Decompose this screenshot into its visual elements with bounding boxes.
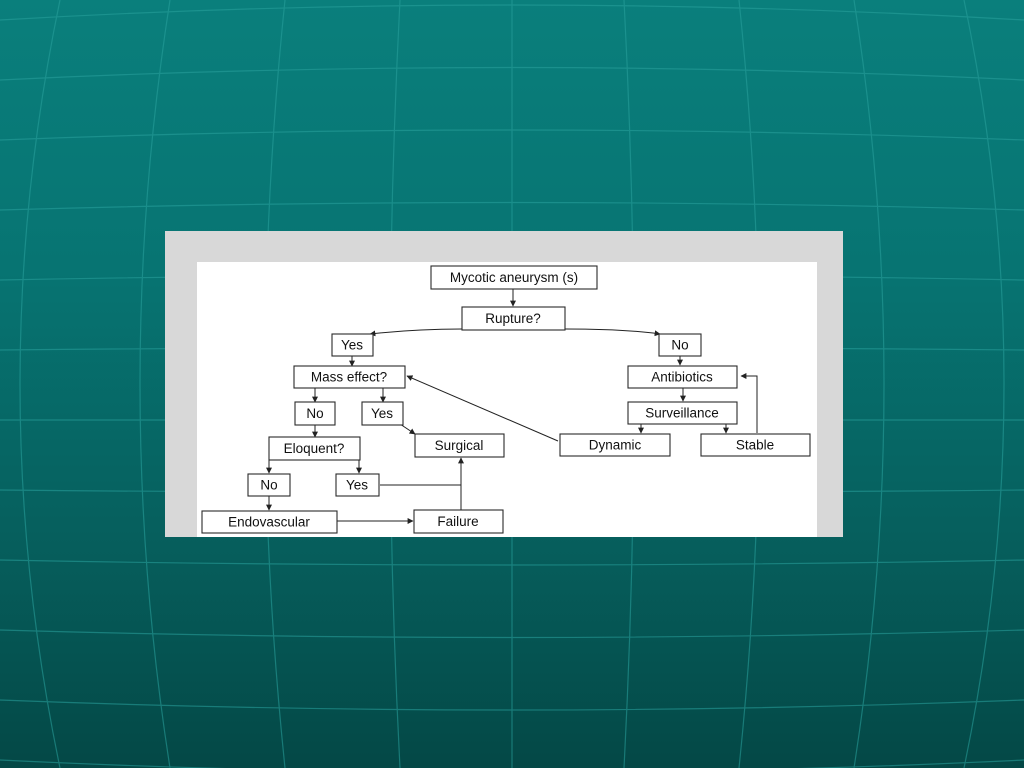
svg-text:Antibiotics: Antibiotics xyxy=(651,370,713,385)
flowchart: Mycotic aneurysm (s) Rupture? Yes No Mas… xyxy=(201,265,811,534)
node-mass-effect-no: No xyxy=(294,401,336,426)
node-rupture-yes: Yes xyxy=(331,333,374,357)
node-stable: Stable xyxy=(700,433,811,457)
svg-text:Mass effect?: Mass effect? xyxy=(311,370,387,385)
node-mycotic-aneurysm: Mycotic aneurysm (s) xyxy=(430,265,598,290)
svg-text:Eloquent?: Eloquent? xyxy=(284,441,345,456)
node-mass-effect-yes: Yes xyxy=(361,401,404,426)
node-eloquent-yes: Yes xyxy=(335,473,380,497)
node-eloquent-no: No xyxy=(247,473,291,497)
node-rupture: Rupture? xyxy=(461,306,566,331)
edge-rupture-to-no xyxy=(564,328,661,337)
node-surveillance: Surveillance xyxy=(627,401,738,425)
edge-rupture-to-yes xyxy=(369,328,463,337)
edge-dynamic-to-mass-effect xyxy=(406,375,559,442)
svg-text:Yes: Yes xyxy=(371,406,393,421)
svg-text:Surgical: Surgical xyxy=(435,438,484,453)
node-antibiotics: Antibiotics xyxy=(627,365,738,389)
node-failure: Failure xyxy=(413,509,504,534)
figure-frame: Mycotic aneurysm (s) Rupture? Yes No Mas… xyxy=(165,231,843,537)
svg-text:Mycotic aneurysm (s): Mycotic aneurysm (s) xyxy=(450,270,578,285)
svg-text:Stable: Stable xyxy=(736,438,774,453)
flowchart-connectors xyxy=(266,289,758,524)
svg-text:Yes: Yes xyxy=(346,478,368,493)
svg-text:Endovascular: Endovascular xyxy=(228,515,310,530)
node-mass-effect: Mass effect? xyxy=(293,365,406,389)
svg-text:Failure: Failure xyxy=(437,514,478,529)
svg-text:No: No xyxy=(260,478,277,493)
svg-text:No: No xyxy=(671,338,688,353)
node-surgical: Surgical xyxy=(414,433,505,458)
svg-text:Dynamic: Dynamic xyxy=(589,438,642,453)
svg-text:Rupture?: Rupture? xyxy=(485,311,541,326)
node-endovascular: Endovascular xyxy=(201,510,338,534)
node-eloquent: Eloquent? xyxy=(268,436,361,461)
node-rupture-no: No xyxy=(658,333,702,357)
svg-text:No: No xyxy=(306,406,323,421)
node-dynamic: Dynamic xyxy=(559,433,671,457)
svg-text:Surveillance: Surveillance xyxy=(645,406,719,421)
svg-text:Yes: Yes xyxy=(341,338,363,353)
edge-stable-to-antibiotics xyxy=(740,373,758,433)
